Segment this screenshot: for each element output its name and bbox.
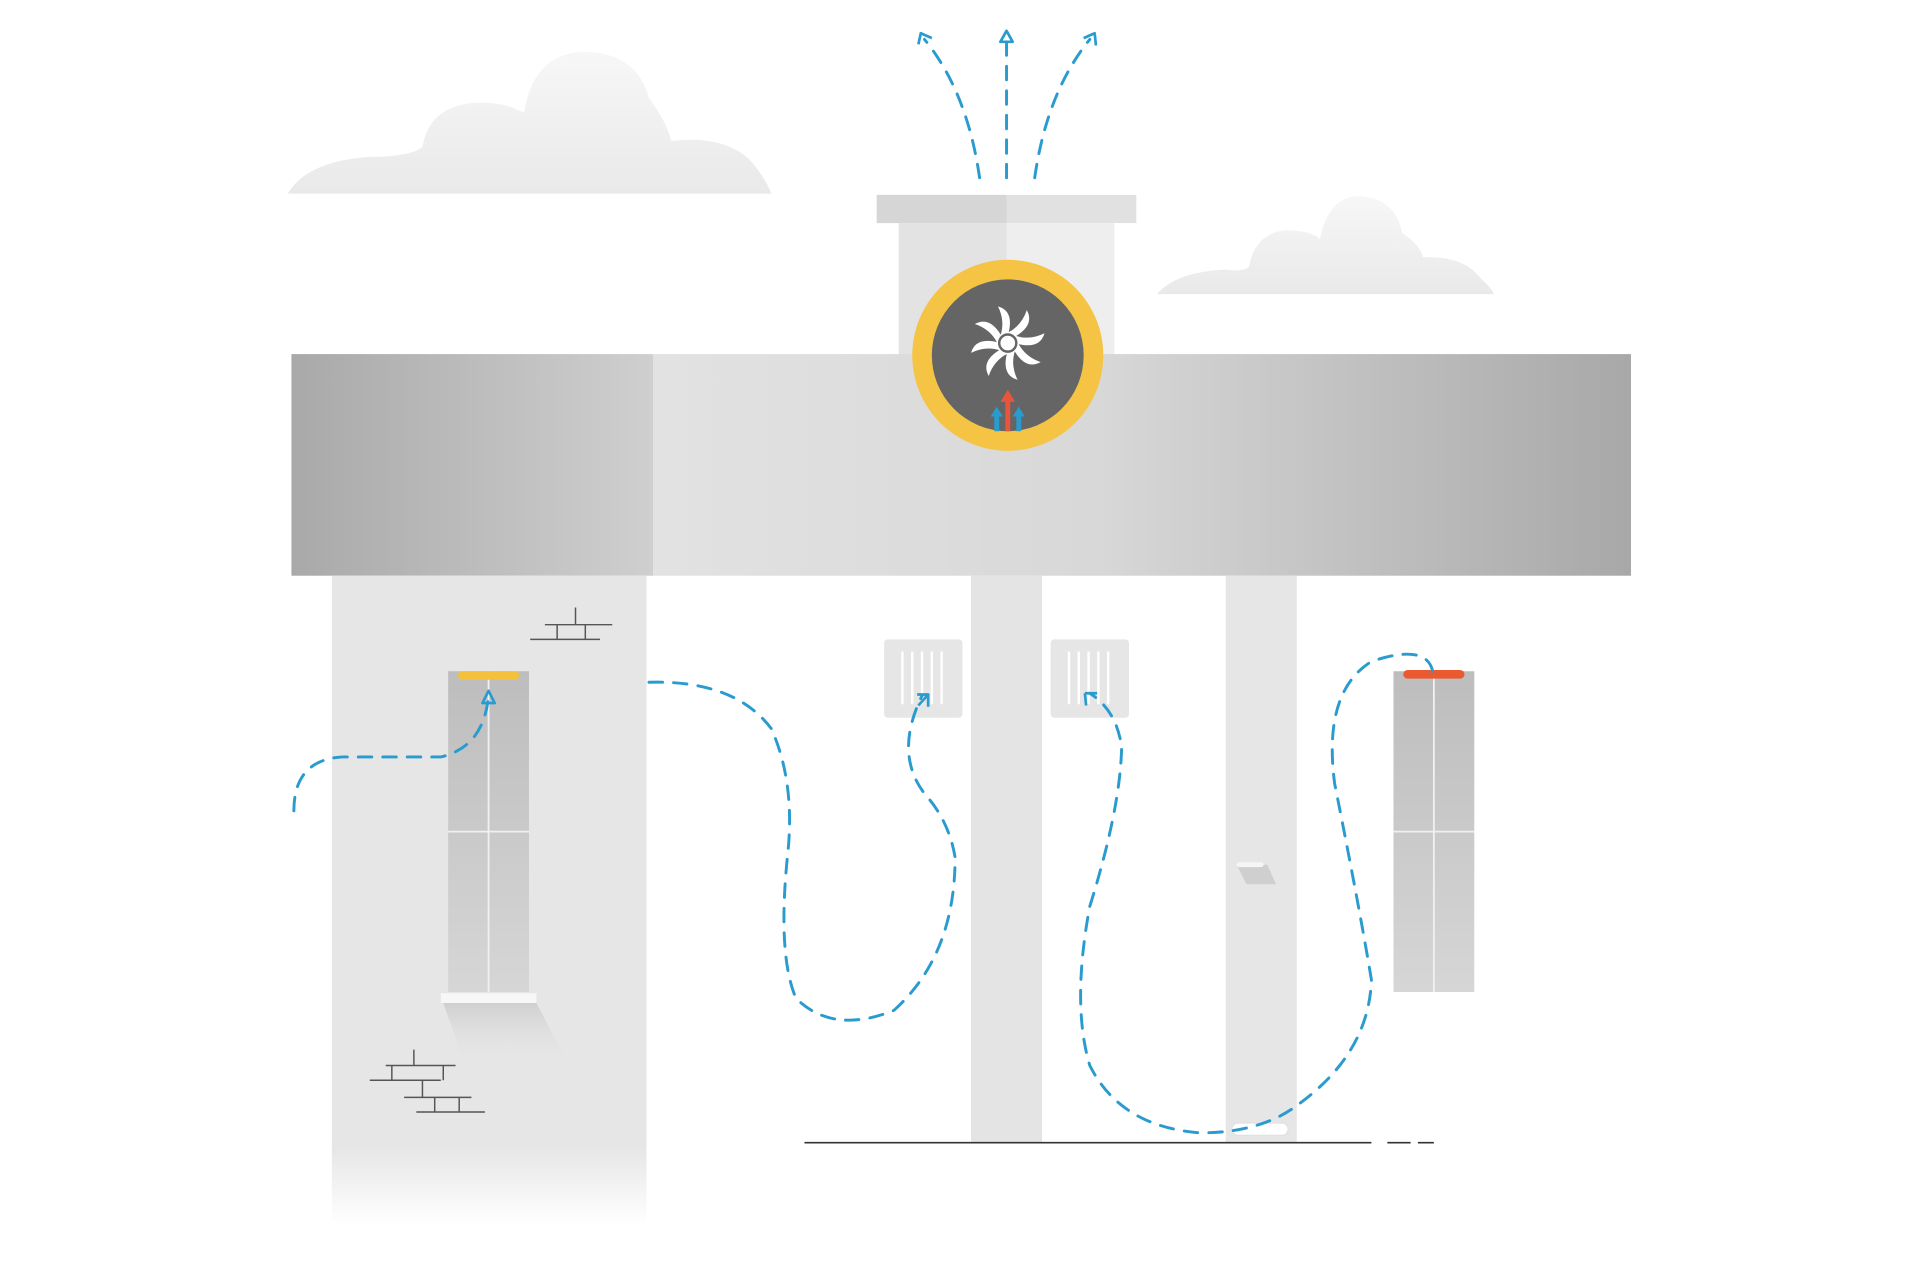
intake-flow-left-window (292, 694, 491, 813)
bricks-bottom (369, 1049, 485, 1113)
exhaust-flow-right (1033, 37, 1092, 180)
door-handle-top (1236, 862, 1264, 868)
cloud-left (287, 51, 772, 194)
vent-right (1050, 639, 1129, 718)
right-window-strip (1403, 670, 1465, 679)
door-handle (1236, 864, 1276, 885)
cloud-right (1157, 196, 1494, 295)
left-window-sill (440, 993, 537, 1004)
vent-left (884, 639, 963, 718)
arrowheads (481, 29, 1098, 707)
flow-to-vent-left (647, 680, 957, 1022)
bricks-top (530, 607, 613, 641)
left-window-strip (457, 671, 520, 680)
flow-to-vent-right (1079, 652, 1435, 1135)
airflow-arrows-icon (990, 389, 1025, 432)
left-window (440, 671, 570, 1066)
right-window (1393, 670, 1475, 993)
center-column (971, 575, 1043, 1143)
exhaust-flow-left (923, 37, 982, 180)
airflow-paths (292, 37, 1435, 1135)
chimney-cap-shade (876, 194, 1007, 224)
door-column (1225, 575, 1297, 1143)
fan-icon (912, 259, 1104, 451)
